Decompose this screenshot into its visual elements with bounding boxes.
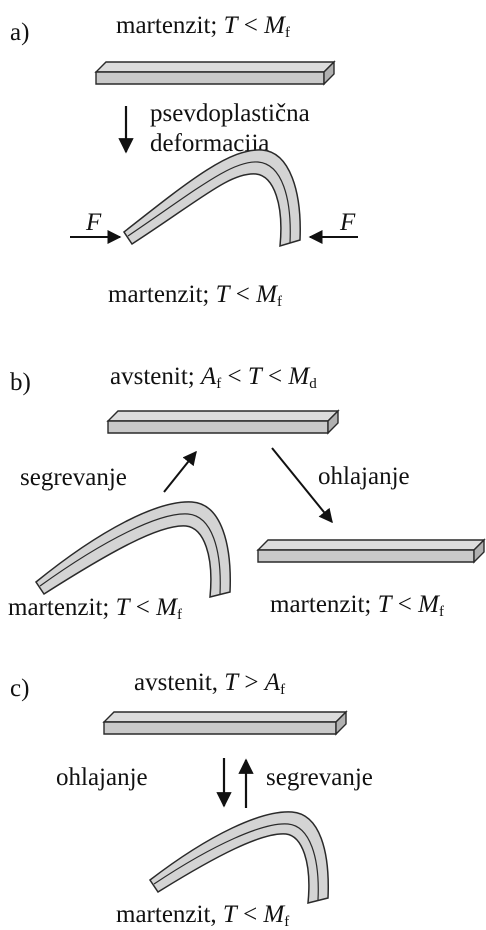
panel-a: a) martenzit; T < Mf psevdoplastična def… xyxy=(10,12,358,310)
cooling-label: ohlajanje xyxy=(318,463,410,490)
process-label-line1: psevdoplastična xyxy=(150,100,310,127)
straight-plate xyxy=(94,60,336,86)
force-label-left: F xyxy=(85,209,102,236)
panel-b-tag: b) xyxy=(10,369,31,396)
bent-plate-martensite xyxy=(34,501,231,598)
panel-c: c) avstenit, T > Af ohlajanje segrevanje… xyxy=(10,669,373,930)
straight-plate-austenite-c xyxy=(102,710,348,736)
cooling-label-c: ohlajanje xyxy=(56,764,148,791)
panel-a-bottom-state: martenzit; T < Mf xyxy=(108,281,282,310)
panel-b-top-state: avstenit; Af < T < Md xyxy=(110,363,317,394)
panel-b-right-state: martenzit; T < Mf xyxy=(270,591,444,620)
panel-c-bottom-state: martenzit, T < Mf xyxy=(116,901,289,930)
panel-a-top-state: martenzit; T < Mf xyxy=(116,12,290,41)
straight-plate-austenite xyxy=(106,409,340,435)
panel-b-left-state: martenzit; T < Mf xyxy=(8,594,182,623)
panel-c-tag: c) xyxy=(10,675,29,702)
heating-label-c: segrevanje xyxy=(266,764,373,791)
bent-plate xyxy=(122,149,301,248)
panel-b: b) avstenit; Af < T < Md segrevanje ohla… xyxy=(8,363,486,623)
panel-a-tag: a) xyxy=(10,19,29,46)
bent-plate-martensite-c xyxy=(148,811,329,904)
panel-c-top-state: avstenit, T > Af xyxy=(134,669,285,698)
cooling-arrow xyxy=(271,447,333,524)
force-label-right: F xyxy=(339,209,356,236)
heating-arrow xyxy=(163,450,197,493)
straight-plate-cooled xyxy=(256,538,486,564)
heating-label: segrevanje xyxy=(20,464,127,491)
